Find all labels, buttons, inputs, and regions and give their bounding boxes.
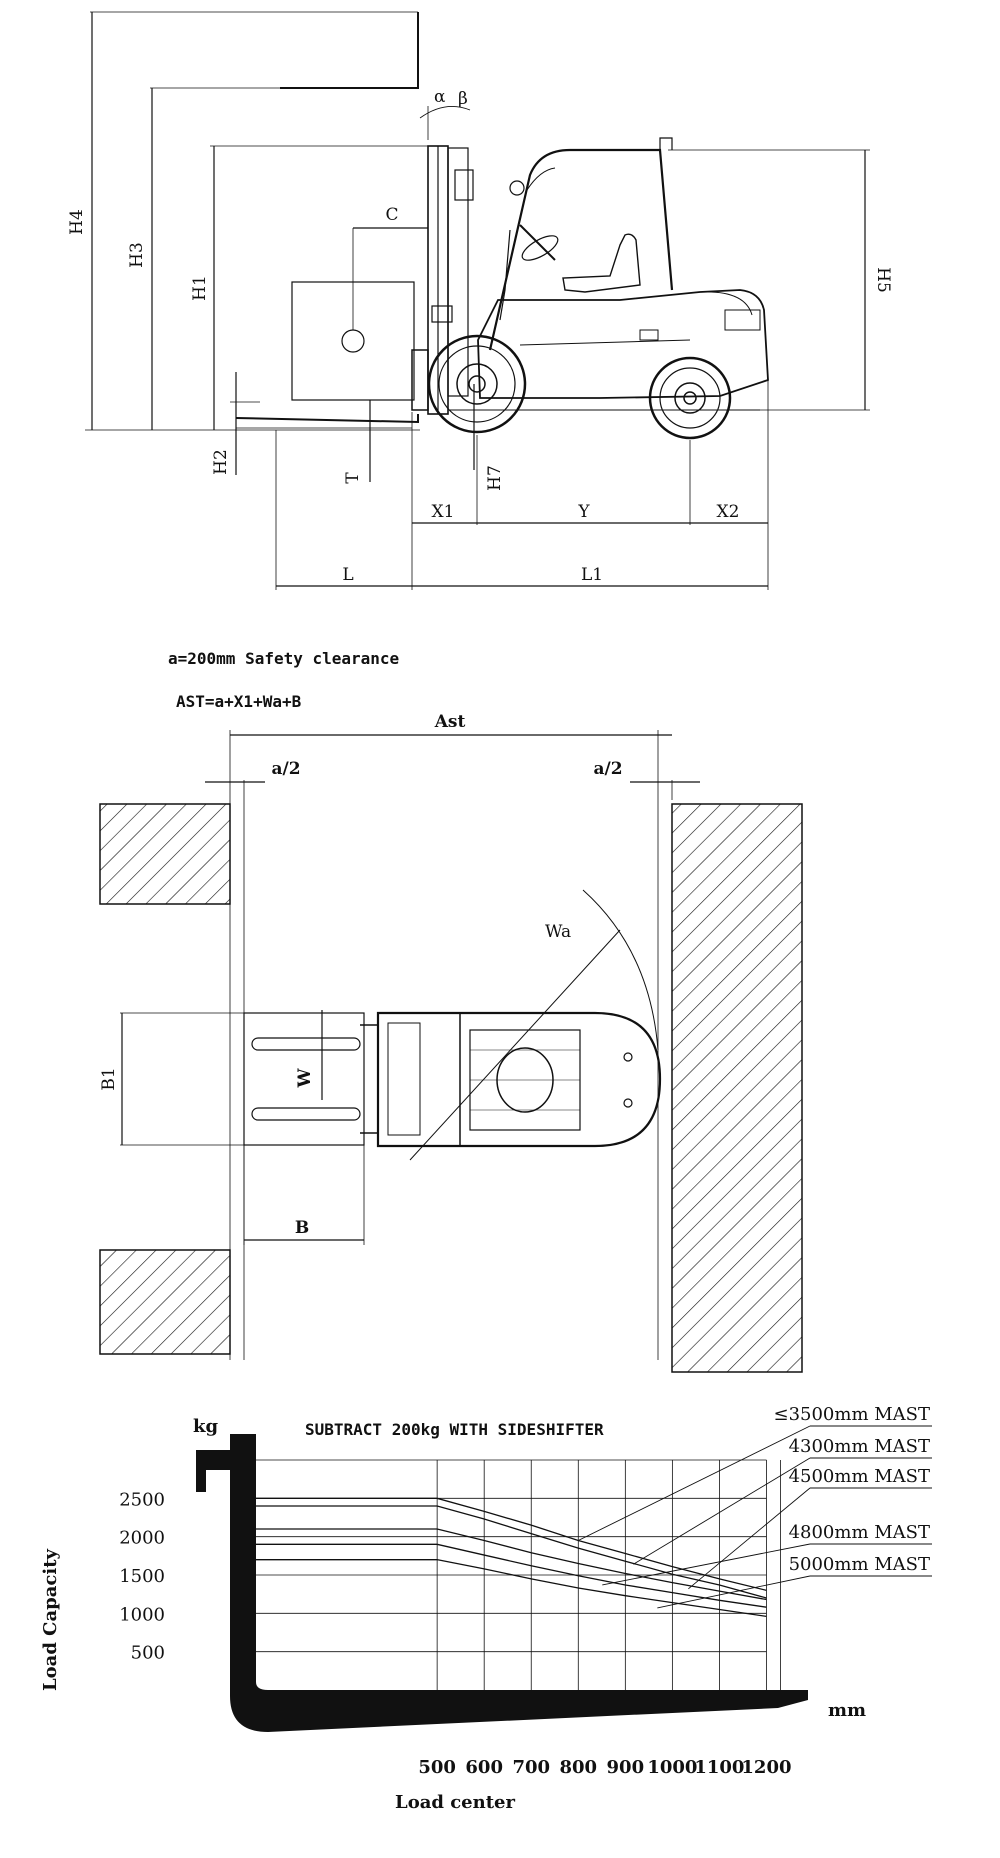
beta-label: β bbox=[458, 89, 468, 109]
load-center-mark bbox=[341, 329, 365, 353]
x-tick-label: 1100 bbox=[694, 1757, 744, 1778]
overhead-guard bbox=[488, 148, 674, 351]
mast-leader-line bbox=[578, 1425, 811, 1541]
series-line bbox=[256, 1528, 767, 1601]
side-view-drawing bbox=[85, 11, 870, 590]
wa-label: Wa bbox=[545, 922, 571, 942]
y-tick-label: 2500 bbox=[119, 1489, 165, 1510]
top-load bbox=[243, 1012, 365, 1146]
series-line bbox=[256, 1559, 767, 1618]
b-label: B bbox=[295, 1218, 309, 1238]
ast-formula: AST=a+X1+Wa+B bbox=[176, 692, 302, 711]
mast-leader-line bbox=[657, 1575, 811, 1609]
y-tick-label: 1500 bbox=[119, 1566, 165, 1587]
truck-top bbox=[376, 1011, 662, 1148]
rack-bottom-left bbox=[99, 1249, 231, 1355]
x-tick-label: 800 bbox=[559, 1757, 597, 1778]
h5-label: H5 bbox=[873, 267, 893, 293]
h1-label: H1 bbox=[190, 275, 210, 301]
x-axis-title: Load center bbox=[395, 1792, 515, 1813]
x-tick-label: 1000 bbox=[647, 1757, 697, 1778]
load-chart-leaders bbox=[578, 1425, 932, 1609]
w-label: W bbox=[295, 1068, 315, 1089]
mast-label: 4500mm MAST bbox=[789, 1466, 930, 1487]
y-tick-label: 1000 bbox=[119, 1604, 165, 1625]
mast-label: 4800mm MAST bbox=[789, 1522, 930, 1543]
a-half-left-label: a/2 bbox=[271, 759, 300, 779]
x-tick-label: 600 bbox=[465, 1757, 503, 1778]
top-view-drawing bbox=[99, 730, 803, 1373]
load-chart-lines bbox=[256, 1497, 767, 1618]
h2-label: H2 bbox=[211, 449, 231, 475]
h7-label: H7 bbox=[485, 465, 505, 491]
y-tick-label: 2000 bbox=[119, 1528, 165, 1549]
sideshifter-note: SUBTRACT 200kg WITH SIDESHIFTER bbox=[305, 1420, 604, 1439]
x1-label: X1 bbox=[432, 502, 455, 522]
x-tick-label: 900 bbox=[607, 1757, 645, 1778]
y-unit-label: kg bbox=[193, 1416, 218, 1437]
x-tick-label: 700 bbox=[512, 1757, 550, 1778]
safety-clearance-note: a=200mm Safety clearance bbox=[168, 649, 399, 668]
top-fork-upper bbox=[251, 1037, 361, 1051]
load-chart-grid bbox=[256, 1459, 781, 1690]
x-tick-label: 1200 bbox=[741, 1757, 791, 1778]
top-fork-lower bbox=[251, 1107, 361, 1121]
mast-label: 4300mm MAST bbox=[789, 1436, 930, 1457]
front-wheel bbox=[427, 334, 527, 434]
l-label: L bbox=[342, 565, 353, 585]
operator-seat bbox=[562, 233, 641, 293]
lowered-fork bbox=[235, 414, 419, 424]
mast-label: 5000mm MAST bbox=[789, 1554, 930, 1575]
l1-label: L1 bbox=[581, 565, 603, 585]
mast-leader-line bbox=[633, 1457, 811, 1565]
side-view-labels: H4 H3 H1 H2 H5 H7 T C α β X1 Y X2 L L1 bbox=[67, 87, 893, 585]
raised-fork bbox=[280, 12, 419, 89]
c-label: C bbox=[385, 205, 398, 225]
mast-leader-line bbox=[602, 1543, 811, 1586]
rear-wheel bbox=[648, 356, 732, 440]
b1-label: B1 bbox=[99, 1067, 119, 1090]
x-tick-label: 500 bbox=[418, 1757, 456, 1778]
rack-right bbox=[671, 803, 803, 1373]
ast-label: Ast bbox=[434, 712, 466, 732]
load-chart-fork-shape bbox=[196, 1434, 808, 1732]
rack-top-left bbox=[99, 803, 231, 905]
series-line bbox=[256, 1543, 767, 1608]
truck-body bbox=[477, 289, 769, 399]
h3-label: H3 bbox=[127, 242, 147, 268]
mast-label: ≤3500mm MAST bbox=[773, 1404, 930, 1425]
y-label: Y bbox=[577, 502, 590, 522]
h4-label: H4 bbox=[67, 209, 87, 235]
y-tick-label: 500 bbox=[131, 1643, 165, 1664]
t-label: T bbox=[343, 472, 363, 484]
top-view-labels: Ast a/2 a/2 Wa B1 W B bbox=[99, 712, 623, 1238]
mast-leader-line bbox=[688, 1487, 811, 1590]
x-unit-label: mm bbox=[828, 1700, 866, 1721]
series-line bbox=[256, 1505, 767, 1599]
a-half-right-label: a/2 bbox=[593, 759, 622, 779]
y-axis-title: Load Capacity bbox=[40, 1548, 61, 1691]
turning-radius-arc bbox=[582, 889, 659, 1051]
wa-dimension-line bbox=[409, 929, 621, 1161]
x2-label: X2 bbox=[717, 502, 740, 522]
alpha-label: α bbox=[434, 87, 446, 107]
